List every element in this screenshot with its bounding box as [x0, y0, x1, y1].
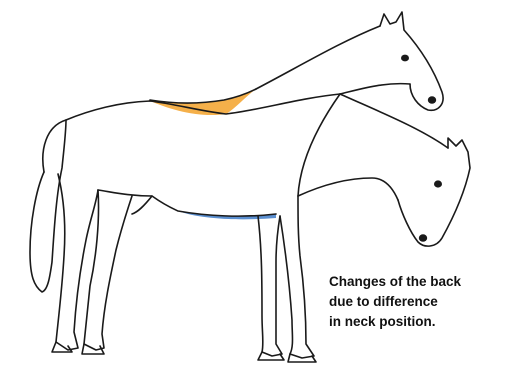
stifle [98, 190, 152, 214]
tail [30, 120, 66, 292]
lowered-head-eye [434, 180, 442, 187]
chest [298, 94, 340, 196]
lowered-head [398, 138, 470, 246]
hind-leg-near [56, 174, 98, 350]
hind-leg-far [84, 190, 132, 350]
fore-leg-far [258, 216, 282, 356]
fore-leg-near [280, 196, 314, 358]
raised-head-eye [401, 55, 409, 62]
caption-line-1: Changes of the back [329, 272, 504, 292]
caption-line-3: in neck position. [329, 312, 504, 332]
belly [152, 196, 276, 216]
raised-head [380, 12, 443, 110]
diagram-caption: Changes of the back due to difference in… [329, 272, 504, 332]
raised-head-nostril [428, 96, 436, 104]
caption-line-2: due to difference [329, 292, 504, 312]
raised-neck-crest [256, 26, 380, 89]
raised-neck-underline [340, 84, 410, 94]
lowered-head-nostril [419, 234, 427, 242]
lowered-neck-underline [298, 178, 398, 200]
